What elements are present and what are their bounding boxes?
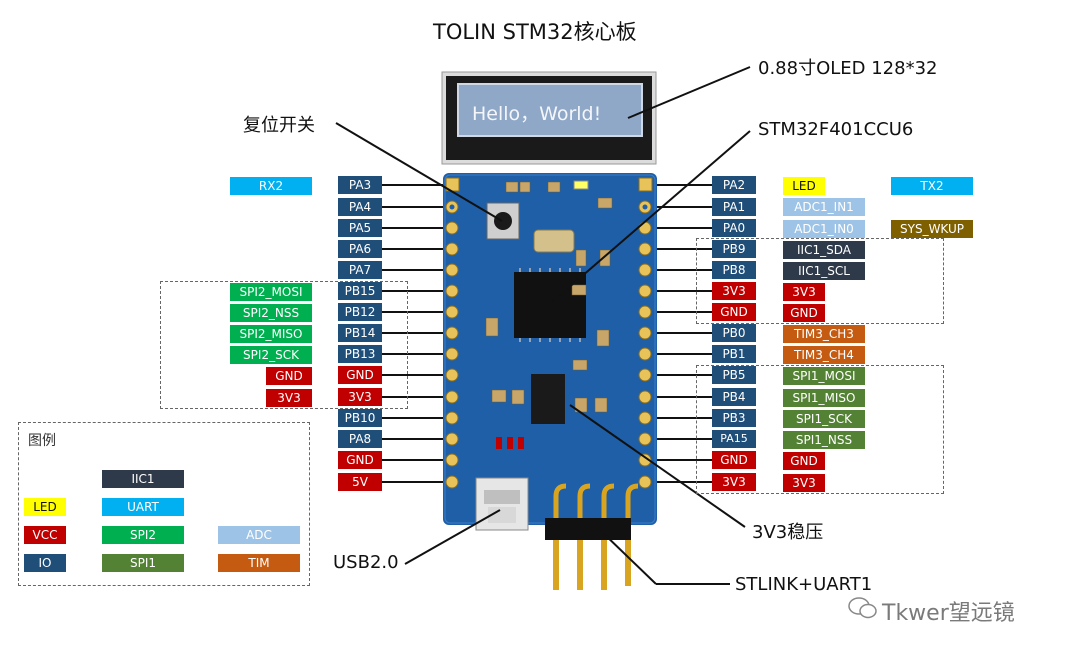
right-pin-gnd-2: GND bbox=[712, 451, 756, 469]
legend-title: 图例 bbox=[28, 433, 56, 449]
legend-led: LED bbox=[24, 498, 66, 516]
legend-spi1: SPI1 bbox=[102, 554, 184, 572]
func-3v3-left: 3V3 bbox=[266, 389, 312, 407]
right-pin-pa2: PA2 bbox=[712, 176, 756, 194]
callout-regulator: 3V3稳压 bbox=[752, 522, 824, 543]
func-tim3-ch3: TIM3_CH3 bbox=[783, 325, 865, 343]
legend-spi2: SPI2 bbox=[102, 526, 184, 544]
func-spi1-miso: SPI1_MISO bbox=[783, 389, 865, 407]
right-pin-pa1: PA1 bbox=[712, 198, 756, 216]
right-pin-pb9: PB9 bbox=[712, 240, 756, 258]
left-pin-pa6: PA6 bbox=[338, 240, 382, 258]
callout-stlink: STLINK+UART1 bbox=[735, 574, 873, 595]
func-iic1-sda: IIC1_SDA bbox=[783, 241, 865, 259]
left-pin-pa8: PA8 bbox=[338, 430, 382, 448]
func-spi1-nss: SPI1_NSS bbox=[783, 431, 865, 449]
right-pin-pa0: PA0 bbox=[712, 219, 756, 237]
left-pin-pb13: PB13 bbox=[338, 345, 382, 363]
left-pin-pa7: PA7 bbox=[338, 261, 382, 279]
func-sys-wkup: SYS_WKUP bbox=[891, 220, 973, 238]
func-led: LED bbox=[783, 177, 825, 195]
right-pin-pb4: PB4 bbox=[712, 388, 756, 406]
func-gnd-right-2: GND bbox=[783, 452, 825, 470]
callout-oled: 0.88寸OLED 128*32 bbox=[758, 58, 938, 79]
func-3v3-right: 3V3 bbox=[783, 283, 825, 301]
legend-io: IO bbox=[24, 554, 66, 572]
oled-screen-text: Hello，World! bbox=[472, 103, 602, 125]
func-adc1-in0: ADC1_IN0 bbox=[783, 220, 865, 238]
func-rx2: RX2 bbox=[230, 177, 312, 195]
left-pin-pa5: PA5 bbox=[338, 219, 382, 237]
left-pin-pa3: PA3 bbox=[338, 176, 382, 194]
func-tim3-ch4: TIM3_CH4 bbox=[783, 346, 865, 364]
left-pin-3v3: 3V3 bbox=[338, 388, 382, 406]
left-pin-gnd-2: GND bbox=[338, 451, 382, 469]
right-pin-pb8: PB8 bbox=[712, 261, 756, 279]
left-pin-pb10: PB10 bbox=[338, 409, 382, 427]
legend-adc: ADC bbox=[218, 526, 300, 544]
func-spi1-sck: SPI1_SCK bbox=[783, 410, 865, 428]
right-pin-3v3-2: 3V3 bbox=[712, 473, 756, 491]
right-pin-pb0: PB0 bbox=[712, 324, 756, 342]
legend-tim: TIM bbox=[218, 554, 300, 572]
right-pin-3v3: 3V3 bbox=[712, 282, 756, 300]
left-pin-pa4: PA4 bbox=[338, 198, 382, 216]
func-spi1-mosi: SPI1_MOSI bbox=[783, 367, 865, 385]
watermark-text: Tkwer望远镜 bbox=[882, 601, 1015, 626]
spi2-group-frame bbox=[160, 281, 408, 409]
func-adc1-in1: ADC1_IN1 bbox=[783, 198, 865, 216]
func-3v3-right-2: 3V3 bbox=[783, 474, 825, 492]
wechat-icon bbox=[848, 596, 878, 620]
left-pin-gnd: GND bbox=[338, 366, 382, 384]
legend-vcc: VCC bbox=[24, 526, 66, 544]
right-pin-pa15: PA15 bbox=[712, 430, 756, 448]
legend-iic: IIC1 bbox=[102, 470, 184, 488]
callout-reset: 复位开关 bbox=[243, 115, 315, 136]
iic-group-frame bbox=[696, 238, 944, 324]
left-pin-pb12: PB12 bbox=[338, 303, 382, 321]
right-pin-pb1: PB1 bbox=[712, 345, 756, 363]
left-pin-pb14: PB14 bbox=[338, 324, 382, 342]
func-iic1-scl: IIC1_SCL bbox=[783, 262, 865, 280]
func-spi2-mosi: SPI2_MOSI bbox=[230, 283, 312, 301]
legend-uart: UART bbox=[102, 498, 184, 516]
left-pin-5v: 5V bbox=[338, 473, 382, 491]
right-pin-pb3: PB3 bbox=[712, 409, 756, 427]
callout-usb: USB2.0 bbox=[333, 552, 399, 573]
func-spi2-sck: SPI2_SCK bbox=[230, 346, 312, 364]
left-pin-pb15: PB15 bbox=[338, 282, 382, 300]
right-pin-pb5: PB5 bbox=[712, 366, 756, 384]
func-tx2: TX2 bbox=[891, 177, 973, 195]
func-gnd-right: GND bbox=[783, 304, 825, 322]
diagram-title: TOLIN STM32核心板 bbox=[433, 20, 637, 44]
func-spi2-miso: SPI2_MISO bbox=[230, 325, 312, 343]
spi1-group-frame bbox=[696, 365, 944, 494]
right-pin-gnd: GND bbox=[712, 303, 756, 321]
callout-mcu: STM32F401CCU6 bbox=[758, 119, 914, 140]
func-gnd-left: GND bbox=[266, 367, 312, 385]
legend-frame bbox=[18, 422, 310, 586]
func-spi2-nss: SPI2_NSS bbox=[230, 304, 312, 322]
